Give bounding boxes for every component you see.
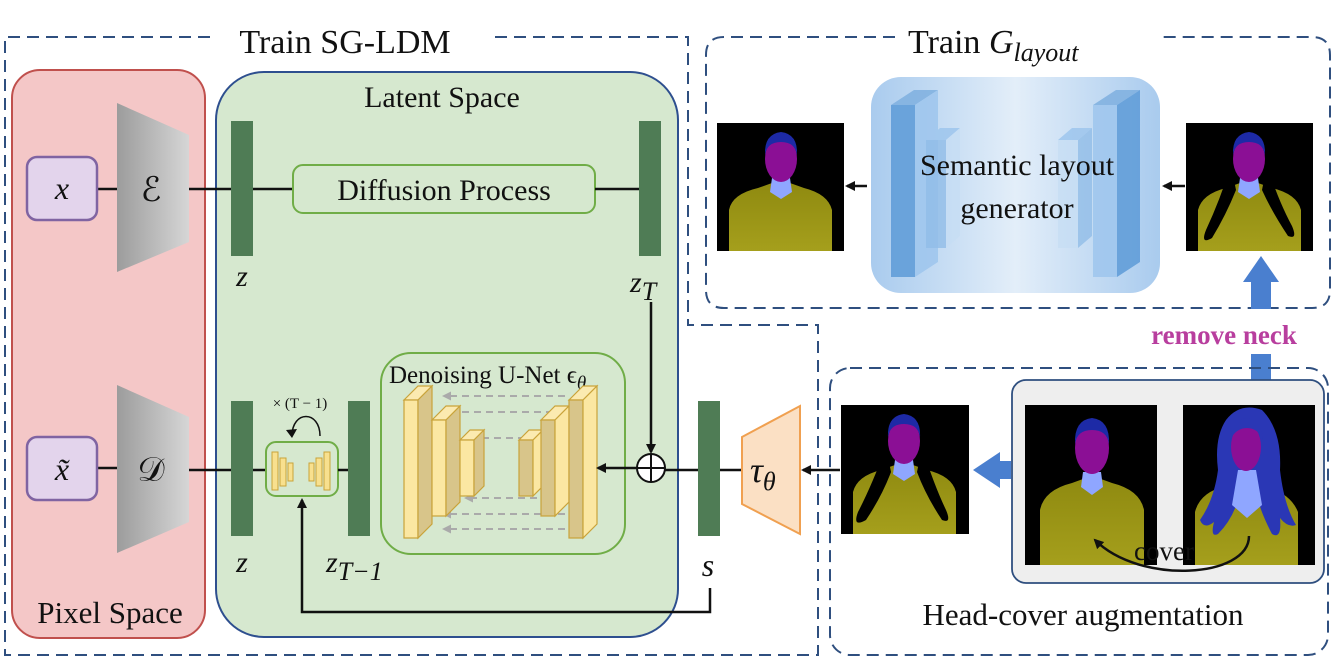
blue-left-arrow <box>973 452 1011 488</box>
denoising-unet-label: Denoising U-Net ϵθ <box>389 362 586 394</box>
train-sgldm-border <box>4 36 819 656</box>
unet-encoder-blocks <box>402 384 486 540</box>
latent-zT-bar <box>639 121 661 256</box>
generator-label-line1: Semantic layout <box>920 149 1115 182</box>
blue-up-arrow <box>1243 256 1279 380</box>
decoder-label: 𝒟 <box>137 452 165 489</box>
zT-label: zT <box>629 266 658 306</box>
latent-z-bar-top <box>231 121 253 256</box>
train-glayout-title: Train Glayout <box>908 24 1079 67</box>
feedback-loop-arrow <box>297 498 712 614</box>
decoder-shape <box>117 385 189 553</box>
short-hair-layout-image <box>1025 405 1157 565</box>
latent-z-bar-bottom <box>231 401 253 536</box>
diffusion-process-label: Diffusion Process <box>337 174 551 207</box>
output-xtilde-label: x̃ <box>54 451 70 487</box>
latent-space-label: Latent Space <box>364 81 520 114</box>
long-hair-layout-image <box>1183 405 1315 565</box>
train-glayout-border <box>705 36 1331 309</box>
loop-label: × (T − 1) <box>273 396 328 412</box>
cover-label: cover <box>1134 536 1194 566</box>
train-sgldm-title: Train SG-LDM <box>239 24 450 61</box>
tau-label: τθ <box>750 450 776 496</box>
unet-skip-arrows <box>442 391 565 534</box>
s-label: s <box>702 547 714 583</box>
input-x-label: x <box>54 170 69 206</box>
z-bottom-label: z <box>235 546 248 579</box>
generator-blocks <box>891 90 1140 277</box>
output-xtilde-box <box>25 435 99 502</box>
augmented-layout-image <box>841 405 969 534</box>
unet-decoder-blocks <box>517 384 599 540</box>
mini-unet-icon <box>271 451 331 491</box>
condition-s-bar <box>698 401 720 536</box>
input-x-box <box>25 155 99 222</box>
z-top-label: z <box>235 260 248 293</box>
head-cover-border <box>829 367 1329 656</box>
remove-neck-label: remove neck <box>1151 320 1297 350</box>
generated-layout-image <box>717 123 844 251</box>
generator-label-line2: generator <box>960 192 1073 225</box>
zT1-label: zT−1 <box>325 546 383 586</box>
encoder-shape <box>117 103 189 272</box>
pixel-space-label: Pixel Space <box>37 595 183 630</box>
tau-encoder-shape <box>741 404 801 536</box>
encoder-label: ℰ <box>141 172 162 209</box>
input-layout-image <box>1186 123 1313 251</box>
head-cover-title: Head-cover augmentation <box>922 597 1244 632</box>
cover-arrow <box>1093 535 1251 573</box>
latent-zT1-bar <box>348 401 370 536</box>
